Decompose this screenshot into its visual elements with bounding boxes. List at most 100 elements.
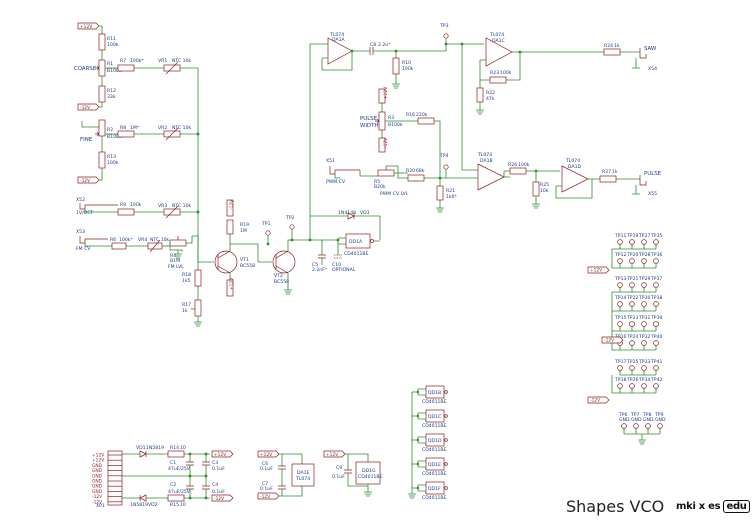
testpoint-gnd-pad[interactable] bbox=[657, 423, 663, 429]
vd2-value: 1N5819 bbox=[130, 502, 148, 508]
testpoint-gnd-pad[interactable] bbox=[645, 423, 651, 429]
testpoint-pad[interactable] bbox=[641, 383, 647, 389]
tp-power-flag bbox=[587, 266, 610, 274]
testpoint-pad[interactable] bbox=[617, 282, 623, 288]
r9-label: R9 bbox=[120, 202, 126, 208]
testpoint-pad[interactable] bbox=[617, 239, 623, 245]
testpoint-pad[interactable] bbox=[641, 258, 647, 264]
r11-label: R11 bbox=[107, 36, 116, 42]
vr4-label: VR4 bbox=[138, 237, 147, 243]
testpoint-pad[interactable] bbox=[629, 365, 635, 371]
testpoint-pad[interactable] bbox=[641, 239, 647, 245]
testpoint-label: TP21 bbox=[626, 276, 638, 282]
testpoint-pad[interactable] bbox=[641, 321, 647, 327]
testpoint-pad[interactable] bbox=[617, 383, 623, 389]
r1-value: B100k bbox=[107, 68, 122, 74]
fine-label: FINE bbox=[80, 137, 93, 143]
x53-sub-label: FM CV bbox=[76, 246, 91, 252]
r24-value: 1k bbox=[614, 43, 620, 49]
power-flag-neg12-e-label: -12V bbox=[214, 496, 224, 502]
r15-label: R15 bbox=[170, 502, 179, 508]
coarse-label: COARSE bbox=[74, 66, 97, 72]
testpoint-label: TP31 bbox=[638, 315, 650, 321]
testpoint-pad[interactable] bbox=[629, 301, 635, 307]
c1-value: 47uF/25V bbox=[168, 466, 191, 472]
testpoint-pad[interactable] bbox=[653, 282, 659, 288]
tp-power-flag bbox=[587, 396, 610, 404]
r26-label: R26 bbox=[508, 162, 517, 168]
power-flag-neg12-b-label: -12V bbox=[80, 178, 90, 184]
r14-label: R14 bbox=[170, 445, 179, 451]
r18-label: R18 bbox=[182, 272, 191, 278]
c8-value: 2.2u* bbox=[378, 42, 391, 48]
pulse-width-label-2: WIDTH bbox=[360, 123, 378, 129]
r24-label: R24 bbox=[604, 43, 613, 49]
testpoint-gnd-label: TP8 bbox=[642, 412, 652, 418]
testpoint-pad[interactable] bbox=[617, 258, 623, 264]
r5-label: R5 bbox=[374, 179, 380, 185]
testpoint-pad[interactable] bbox=[617, 301, 623, 307]
testpoint-label: TP41 bbox=[650, 359, 662, 365]
gate-dd1b-label: DD1B bbox=[428, 390, 441, 396]
testpoint-pad[interactable] bbox=[641, 301, 647, 307]
power-flag-neg12-f bbox=[257, 492, 280, 500]
testpoint-pad[interactable] bbox=[629, 239, 635, 245]
dd1g-label: DD1G bbox=[362, 468, 376, 474]
testpoint-pad[interactable] bbox=[629, 282, 635, 288]
power-flag-neg12-a bbox=[77, 103, 100, 111]
testpoint-label: TP11 bbox=[614, 233, 626, 239]
logo-x: x bbox=[698, 501, 705, 512]
logo-box: edu bbox=[723, 500, 750, 513]
testpoint-pad[interactable] bbox=[641, 340, 647, 346]
power-flag-neg12-f-label: -12V bbox=[260, 494, 270, 500]
power-flag-neg12-b bbox=[77, 176, 100, 184]
header-pin-label: -12V bbox=[92, 499, 102, 505]
testpoint-pad[interactable] bbox=[617, 321, 623, 327]
r22-label: R22 bbox=[486, 90, 495, 96]
r21-label: R21 bbox=[446, 188, 455, 194]
testpoint-pad[interactable] bbox=[629, 383, 635, 389]
testpoint-pad[interactable] bbox=[629, 340, 635, 346]
testpoint-pad[interactable] bbox=[653, 258, 659, 264]
power-flag-pos12-a bbox=[77, 22, 100, 30]
testpoint-label: TP38 bbox=[650, 295, 662, 301]
testpoint-pad[interactable] bbox=[629, 321, 635, 327]
vt2-label: VT2 bbox=[274, 273, 283, 279]
r16-value: 220k bbox=[416, 112, 428, 118]
c10-label: C10 bbox=[332, 262, 341, 268]
testpoint-pad[interactable] bbox=[653, 239, 659, 245]
testpoint-pad[interactable] bbox=[629, 258, 635, 264]
testpoint-pad[interactable] bbox=[653, 301, 659, 307]
r1-label: R1 bbox=[107, 61, 113, 67]
testpoint-pad[interactable] bbox=[641, 365, 647, 371]
testpoint-pad[interactable] bbox=[653, 321, 659, 327]
testpoint-gnd-pad[interactable] bbox=[633, 423, 639, 429]
power-flag-pos12-f bbox=[257, 450, 280, 458]
testpoint-gnd-pad[interactable] bbox=[621, 423, 627, 429]
testpoint-label: TP42 bbox=[650, 377, 662, 383]
c4-label: C4 bbox=[212, 482, 218, 488]
r15-value: 10 bbox=[180, 502, 186, 508]
vd3-value: 1N4148 bbox=[338, 210, 356, 216]
testpoint-pad[interactable] bbox=[653, 383, 659, 389]
testpoint-pad[interactable] bbox=[641, 282, 647, 288]
power-flag-pos12-e-label: +12V bbox=[214, 452, 226, 458]
header-pin-label: +12V bbox=[92, 453, 104, 459]
testpoint-pad[interactable] bbox=[653, 340, 659, 346]
r17-label: R17 bbox=[182, 302, 191, 308]
testpoint-pad[interactable] bbox=[653, 365, 659, 371]
testpoint-label: TP20 bbox=[626, 252, 638, 258]
power-flag-neg12-a-label: -12V bbox=[80, 105, 90, 111]
r3-label: R3 bbox=[388, 115, 394, 121]
testpoint-gnd-label: TP6 bbox=[618, 412, 628, 418]
vr2-label: VR2 bbox=[158, 125, 167, 131]
gate-dd1c-label: DD1C bbox=[428, 414, 441, 420]
vd1-label: VD1 bbox=[136, 445, 146, 451]
testpoint-label: TP33 bbox=[638, 359, 650, 365]
c5-label: C5 bbox=[312, 262, 318, 268]
r21-value: 1k6* bbox=[446, 194, 458, 200]
testpoint-pad[interactable] bbox=[617, 365, 623, 371]
x53-jack bbox=[79, 236, 108, 244]
testpoint-label: TP29 bbox=[638, 276, 650, 282]
r7-label: R7 bbox=[120, 58, 126, 64]
